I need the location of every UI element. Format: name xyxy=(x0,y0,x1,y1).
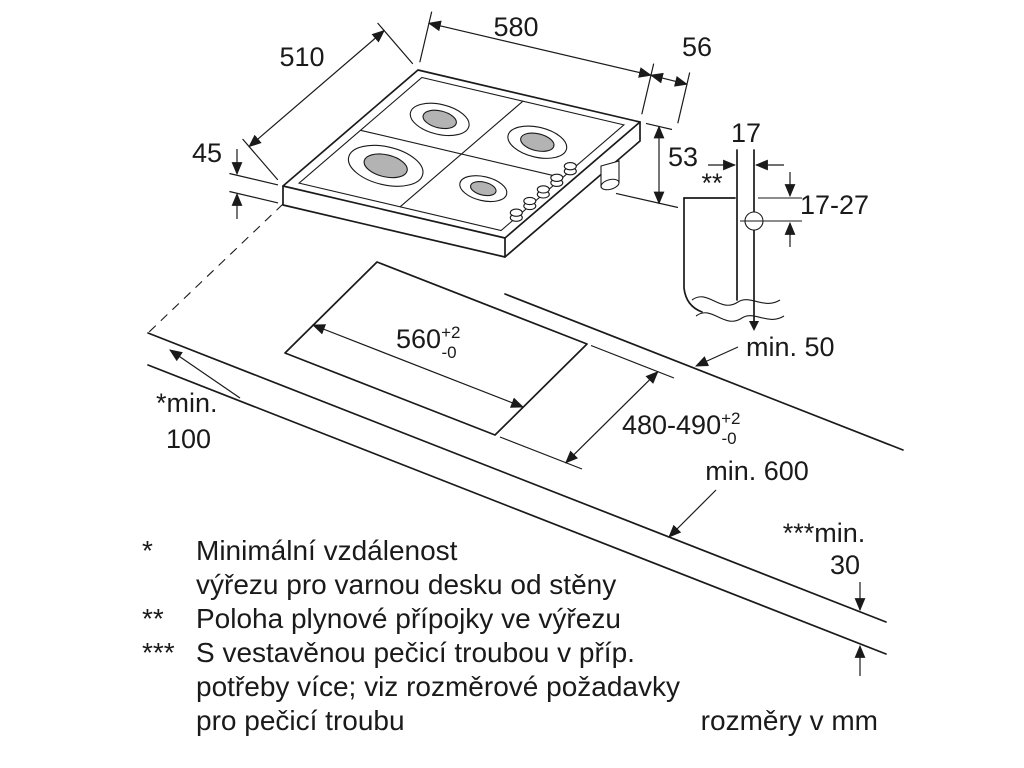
footnote-star1-line1: Minimální vzdálenost xyxy=(196,535,458,566)
dim-45-label: 45 xyxy=(192,138,222,168)
dim-56-label: 56 xyxy=(682,32,712,62)
control-knob xyxy=(563,162,577,176)
control-knob xyxy=(536,185,550,199)
worktop-drawing: 560+2-0 480-490+2-0 *min. 100 min. 600 *… xyxy=(147,203,904,676)
min-100-label-line1: *min. xyxy=(156,388,218,418)
hob-dimensions: 510 580 56 45 53 xyxy=(192,11,712,219)
worktop-cross-section-profile xyxy=(683,197,785,322)
hob-drawing xyxy=(282,69,641,258)
dim-580-label: 580 xyxy=(493,12,538,42)
gas-pipe-foot xyxy=(749,321,759,331)
control-knob xyxy=(523,196,537,211)
units-note: rozměry v mm xyxy=(701,705,878,736)
dim-17-27: 17-27 xyxy=(758,172,869,247)
min-100-label-line2: 100 xyxy=(166,424,211,454)
worktop-front-lower-line xyxy=(147,364,887,655)
dim-53: 53 xyxy=(615,122,698,209)
gas-inlet-stub xyxy=(600,160,620,191)
cutout-width-label: 560+2-0 xyxy=(396,323,460,362)
dim-min-100: *min. 100 xyxy=(156,349,241,454)
footnote-star3-line2: potřeby více; viz rozměrové požadavky xyxy=(196,671,680,702)
dim-17: 17 xyxy=(708,118,784,171)
worktop-back-edge xyxy=(504,293,904,451)
dim-17-label: 17 xyxy=(731,118,761,148)
dim-17-27-label: 17-27 xyxy=(800,190,869,220)
dim-510-label: 510 xyxy=(279,42,324,72)
hob-body xyxy=(282,121,641,258)
footnote-star1-marker: * xyxy=(142,535,153,566)
cutout-depth-label: 480-490+2-0 xyxy=(622,409,740,448)
footnote-star3-line1: S vestavěnou pečicí troubou v příp. xyxy=(196,637,635,668)
dim-560: 560+2-0 xyxy=(311,323,525,408)
burner-front-right-small xyxy=(459,175,508,203)
burner-back-right xyxy=(507,125,568,159)
footnote-star3-line3: pro pečicí troubu xyxy=(196,705,405,736)
footnote-star2-marker: ** xyxy=(142,603,164,634)
dim-56: 56 xyxy=(649,32,712,124)
dim-min-600: min. 600 xyxy=(668,456,809,538)
hob-inner-rim xyxy=(297,76,626,232)
footnote-star2-line1: Poloha plynové přípojky ve výřezu xyxy=(196,603,621,634)
gas-connection-detail: 17 ** 17-27 min. 50 xyxy=(683,118,869,367)
dim-510: 510 xyxy=(242,22,414,181)
min-30-label-line2: 30 xyxy=(830,550,860,580)
burner-front-left-large xyxy=(347,144,424,187)
control-knobs xyxy=(509,162,577,222)
worktop-front-edge xyxy=(147,332,887,623)
footnotes: * Minimální vzdálenost výřezu pro varnou… xyxy=(142,535,878,736)
dim-480-490: 480-490+2-0 xyxy=(499,344,740,470)
control-knob xyxy=(550,173,564,187)
min-30-label-line1: ***min. xyxy=(783,518,866,548)
dim-min-50: min. 50 xyxy=(695,332,835,367)
min-50-label: min. 50 xyxy=(746,332,835,362)
gas-position-footnote-marker: ** xyxy=(701,168,723,198)
dim-45: 45 xyxy=(192,138,279,219)
dim-53-label: 53 xyxy=(668,142,698,172)
grate-lines xyxy=(360,100,563,208)
dim-min-30: ***min. 30 xyxy=(783,518,866,676)
dim-580: 580 xyxy=(419,11,655,115)
min-600-label: min. 600 xyxy=(705,456,809,486)
footnote-star3-marker: *** xyxy=(142,637,175,668)
control-knob xyxy=(509,208,523,222)
footnote-star1-line2: výřezu pro varnou desku od stěny xyxy=(196,569,616,600)
burner-back-left xyxy=(409,102,470,137)
